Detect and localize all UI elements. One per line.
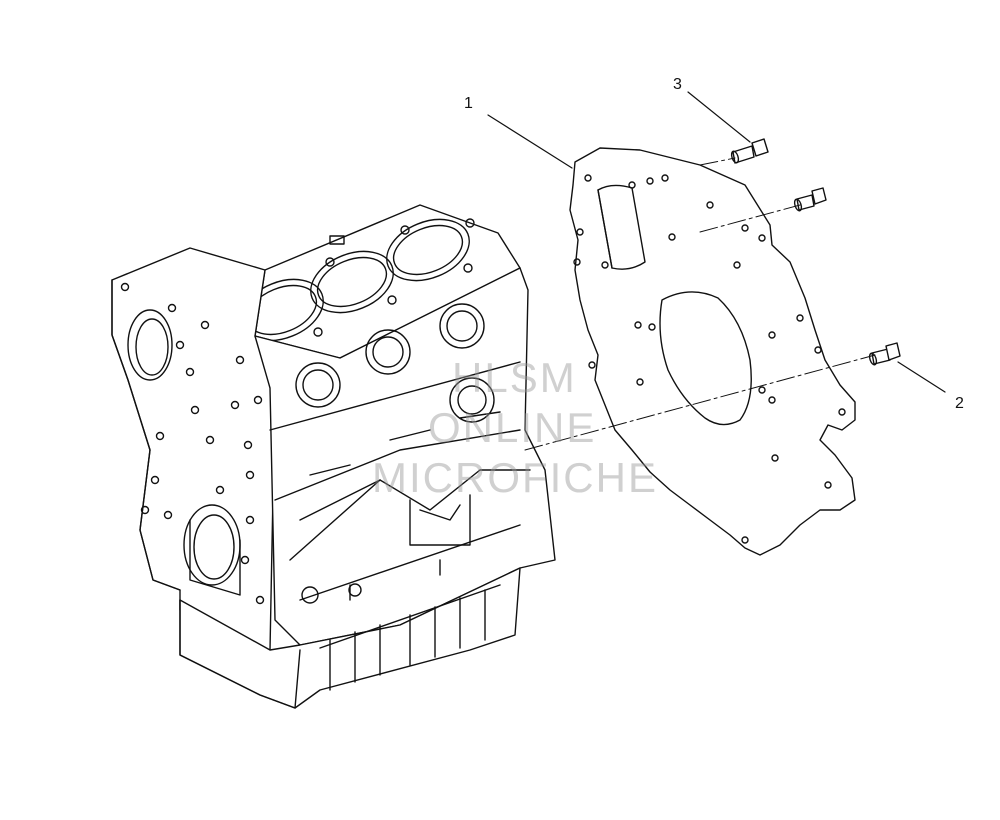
bolt-middle (793, 187, 827, 212)
bolt-upper (730, 138, 769, 164)
engine-block (111, 204, 556, 709)
callout-1: 1 (464, 95, 473, 112)
callout-2: 2 (955, 395, 964, 412)
watermark-line-2: ONLINE (428, 404, 597, 451)
leader-line-1 (487, 114, 573, 169)
watermark-line-3: MICROFICHE (372, 454, 658, 501)
adapter-plate (569, 147, 856, 556)
bolt-lower (868, 342, 901, 366)
watermark-line-1: HLSM (452, 354, 577, 401)
leader-line-3 (687, 91, 751, 143)
callout-3: 3 (673, 76, 682, 93)
leader-line-2 (897, 361, 946, 393)
